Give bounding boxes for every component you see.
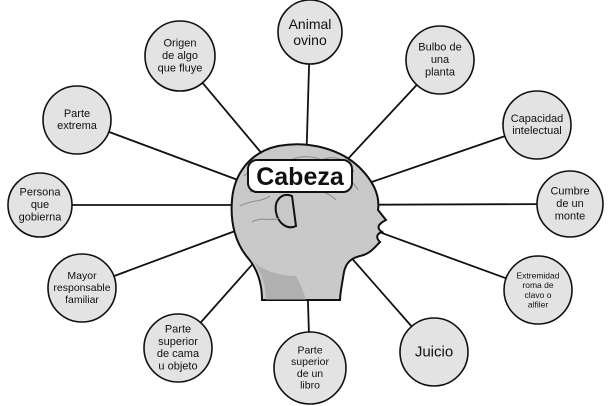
bubble-label-line: clavo o: [525, 290, 552, 300]
bubble-label-line: responsable: [53, 282, 110, 294]
bubble-label-line: Persona: [20, 187, 62, 199]
bubble-juicio: Juicio: [399, 317, 469, 387]
bubble-label-line: Mayor: [67, 270, 97, 282]
center-badge: Cabeza: [247, 159, 353, 193]
bubble-circle: [143, 313, 213, 383]
bubble-circle: [42, 85, 112, 155]
bubble-label-line: Parte: [64, 108, 90, 120]
bubble-label-line: familiar: [65, 294, 99, 306]
bubble-label-line: u objeto: [158, 361, 197, 373]
bubble-circle: [399, 317, 469, 387]
bubble-circle: [7, 172, 73, 238]
bubble-label-line: Juicio: [415, 344, 453, 361]
bubble-label-line: Parte: [297, 344, 322, 356]
bubble-label-line: Cumbre: [550, 186, 589, 198]
bubble-label-line: Origen: [163, 38, 196, 50]
bubble-label-line: de algo: [162, 50, 198, 62]
bubble-label-line: Extremidad: [517, 271, 560, 281]
bubble-label-line: de cama: [157, 348, 200, 360]
bubble-label-line: superior: [158, 336, 198, 348]
bubble-label-line: de un: [297, 368, 323, 380]
bubble-label-line: de un: [556, 198, 584, 210]
bubble-circle: [277, 0, 343, 65]
bubble-label-line: extrema: [57, 120, 98, 132]
bubble-circle: [47, 253, 117, 323]
center-label-box: [247, 159, 353, 193]
center-label: Cabeza: [256, 163, 345, 191]
bubble-label-line: libro: [300, 380, 320, 392]
bubble-label-line: planta: [425, 66, 456, 78]
neck-shade: [254, 262, 306, 300]
ear: [274, 194, 298, 229]
bubble-label-line: intelectual: [512, 125, 562, 137]
bubble-circle: [502, 90, 572, 160]
bubble-label-line: gobierna: [19, 211, 63, 223]
bubble-circle: [536, 170, 604, 238]
bubble-label-line: Capacidad: [511, 113, 564, 125]
bubble-label-line: superior: [291, 356, 329, 368]
bubble-circle: [503, 255, 573, 325]
bubble-circle: [273, 331, 347, 405]
bubble-circle: [405, 25, 475, 95]
bubble-label-line: una: [431, 54, 450, 66]
bubble-label-line: ovino: [293, 32, 327, 48]
bubble-label-line: que: [31, 199, 49, 211]
bubble-label-line: Animal: [289, 16, 332, 32]
bubble-label-line: que fluye: [158, 62, 203, 74]
bubble-label-line: Bulbo de: [418, 42, 461, 54]
bubble-label-line: roma de: [522, 280, 553, 290]
bubble-label-line: alfiler: [528, 299, 548, 309]
bubble-circle: [144, 20, 216, 92]
bubble-label-line: monte: [555, 210, 586, 222]
bubble-label-line: Parte: [165, 324, 191, 336]
